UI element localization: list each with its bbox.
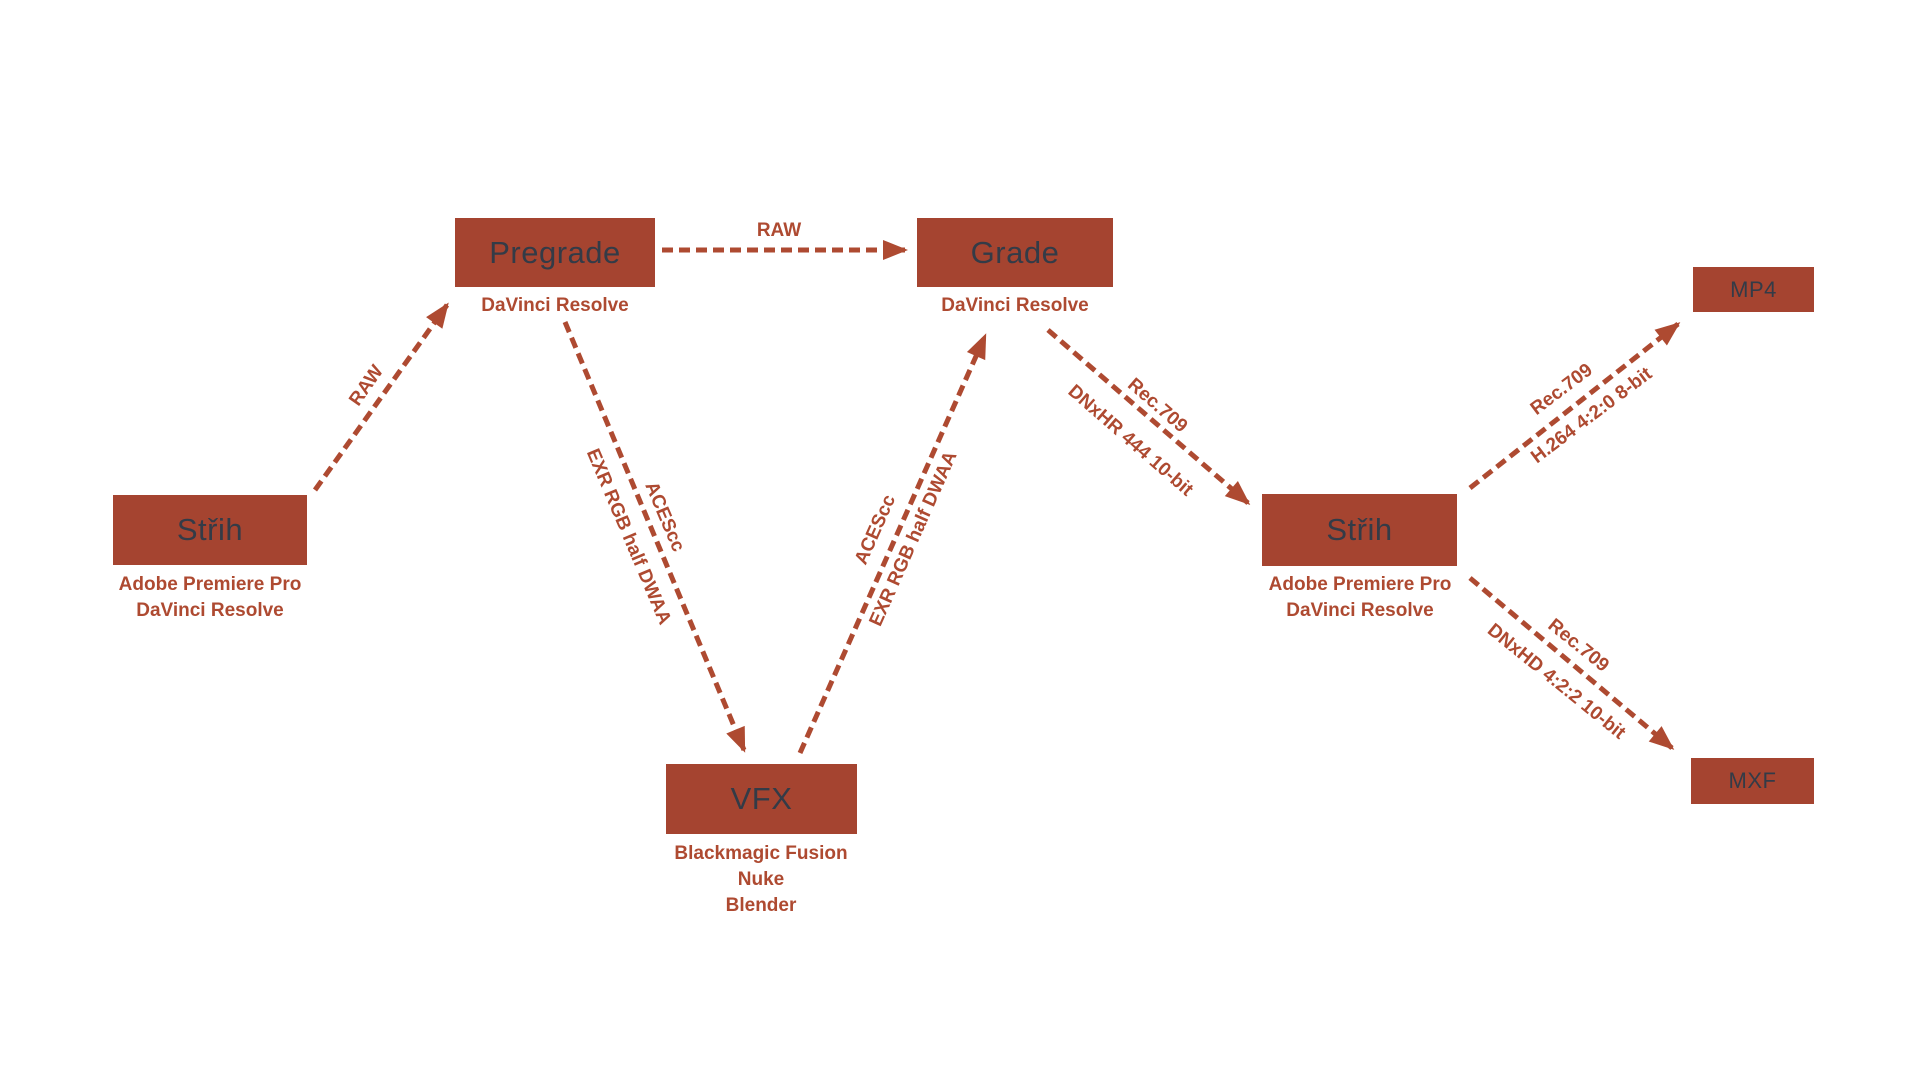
node-strih-left: Střih: [113, 495, 307, 565]
node-title: MXF: [1728, 768, 1777, 793]
node-title: MP4: [1730, 276, 1777, 302]
node-title: Pregrade: [489, 234, 621, 270]
node-subtitle-strih-left: Adobe Premiere Pro DaVinci Resolve: [60, 572, 360, 624]
edge-label-raw: RAW: [756, 220, 802, 241]
node-mp4: MP4: [1693, 267, 1814, 312]
node-subtitle-strih-right: Adobe Premiere Pro DaVinci Resolve: [1210, 572, 1510, 624]
node-subtitle-line: Adobe Premiere Pro: [118, 574, 302, 595]
node-pregrade: Pregrade: [455, 218, 655, 287]
edge-pregrade-to-vfx-arrow: [562, 321, 747, 753]
edge-vfx-to-grade-arrow: [797, 333, 988, 755]
node-title: Střih: [176, 512, 244, 547]
node-subtitle-line: DaVinci Resolve: [1286, 600, 1434, 621]
node-subtitle-line: Blender: [725, 895, 797, 916]
node-title: Grade: [970, 234, 1060, 270]
node-title: VFX: [730, 781, 793, 816]
node-grade: Grade: [917, 218, 1113, 287]
node-subtitle-line: DaVinci Resolve: [941, 295, 1089, 316]
node-vfx: VFX: [666, 764, 857, 834]
edge-strih-left-to-pregrade-arrow: [312, 302, 450, 492]
node-subtitle-line: DaVinci Resolve: [136, 600, 284, 621]
node-subtitle-line: Nuke: [737, 869, 785, 890]
node-strih-right: Střih: [1262, 494, 1457, 566]
edge-strih-right-to-mp4-arrow: [1468, 322, 1681, 490]
node-subtitle-vfx: Blackmagic Fusion Nuke Blender: [611, 841, 911, 919]
node-subtitle-pregrade: DaVinci Resolve: [435, 293, 675, 319]
node-mxf: MXF: [1691, 758, 1814, 804]
node-subtitle-line: Blackmagic Fusion: [674, 843, 848, 864]
node-subtitle-line: DaVinci Resolve: [481, 295, 629, 316]
node-title: Střih: [1326, 512, 1393, 547]
node-subtitle-grade: DaVinci Resolve: [895, 293, 1135, 319]
node-subtitle-line: Adobe Premiere Pro: [1268, 574, 1452, 595]
edge-grade-to-strih-right-arrow: [1046, 328, 1251, 505]
edge-strih-right-to-mxf-arrow: [1468, 576, 1675, 750]
